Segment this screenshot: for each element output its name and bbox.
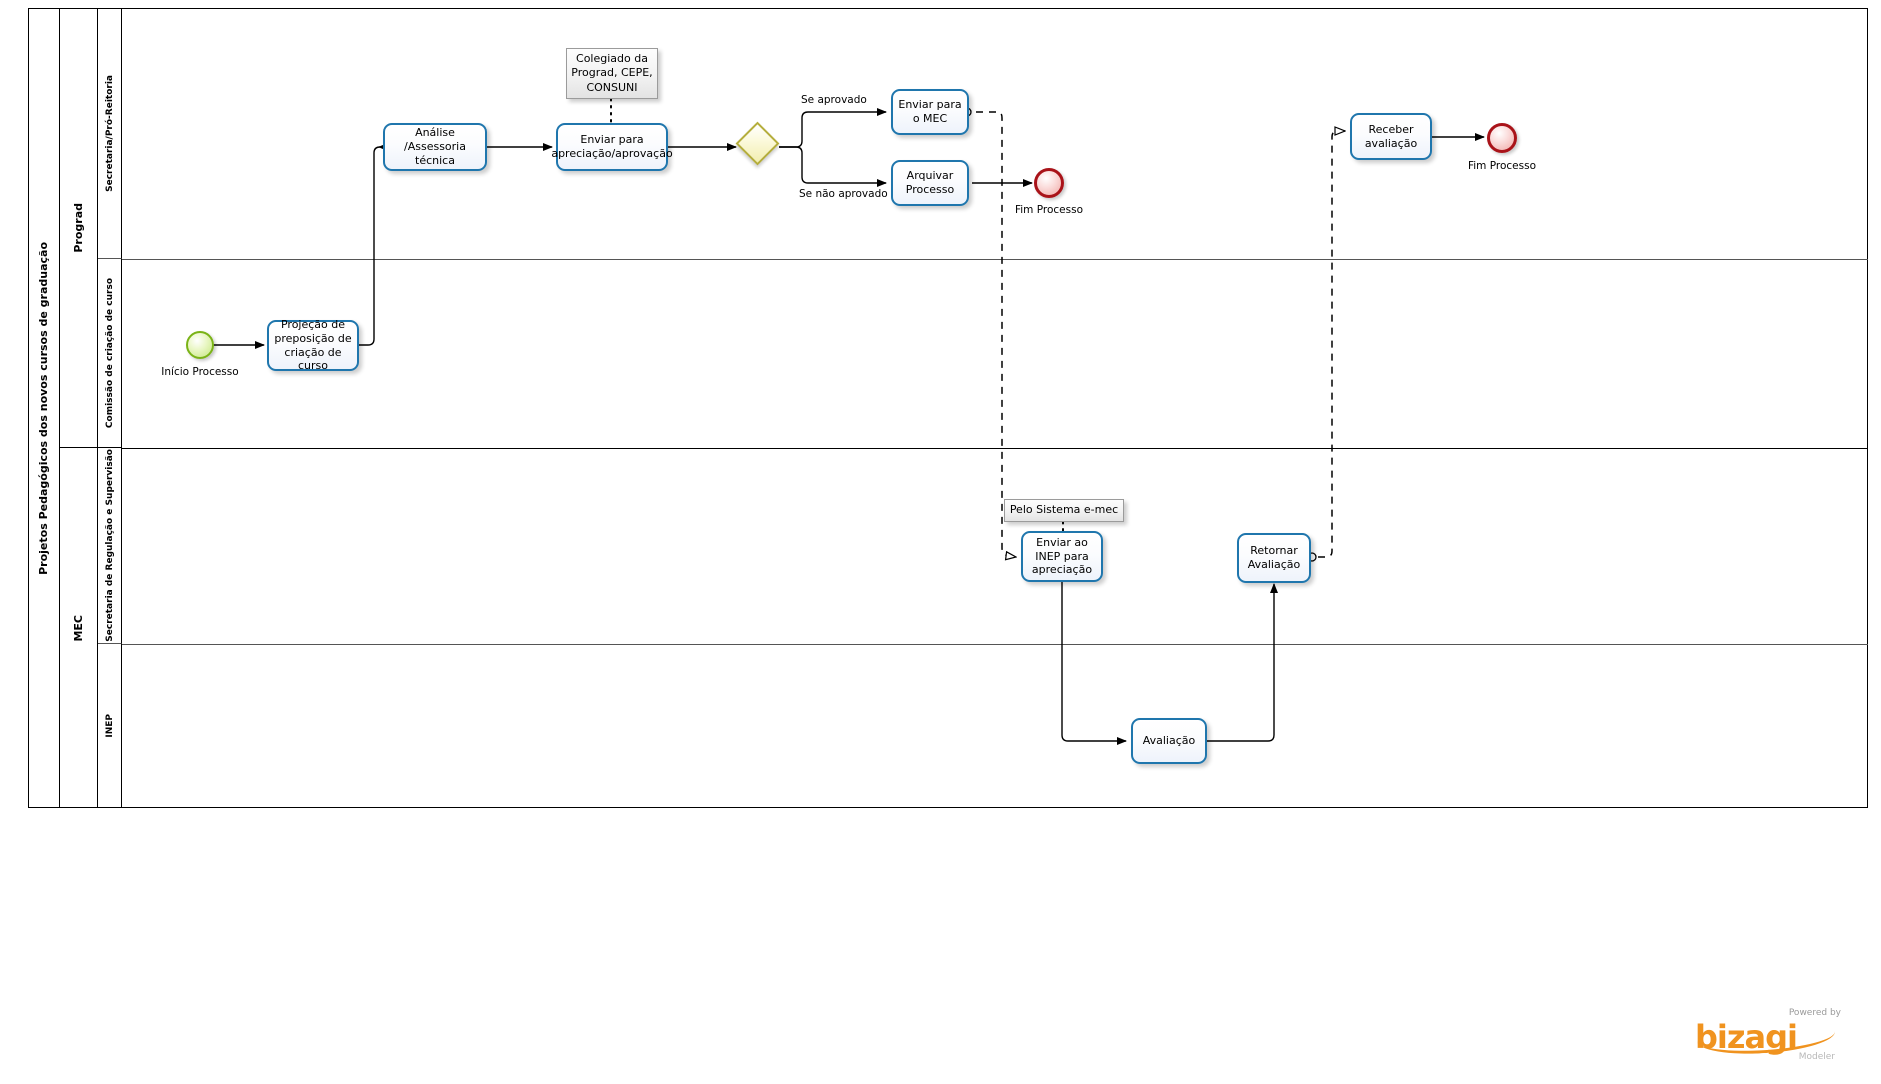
task-avaliacao[interactable]: Avaliação bbox=[1131, 718, 1207, 764]
lane-group-mec[interactable]: MEC bbox=[60, 448, 98, 808]
end-event-fim-processo-arquivar-label: Fim Processo bbox=[1014, 204, 1083, 216]
bizagi-powered-by-label: Powered by bbox=[1788, 1008, 1841, 1018]
task-retornar-avaliacao[interactable]: Retornar Avaliação bbox=[1237, 533, 1311, 583]
task-enviar-para-mec-label: Enviar para o MEC bbox=[898, 98, 962, 125]
task-avaliacao-label: Avaliação bbox=[1142, 734, 1196, 748]
lane-secretaria-pro-reitoria-label: Secretaria/Pró-Reitoria bbox=[104, 74, 115, 192]
task-enviar-inep-apreciacao-label: Enviar ao INEP para apreciação bbox=[1031, 535, 1093, 577]
task-analise-assessoria[interactable]: Análise /Assessoria técnica bbox=[383, 123, 487, 171]
lane-inep[interactable]: INEP bbox=[98, 644, 122, 808]
end-event-fim-processo-receber[interactable] bbox=[1487, 123, 1517, 153]
annotation-sistema-emec-label: Pelo Sistema e-mec bbox=[1009, 503, 1119, 517]
annotation-colegiado: Colegiado da Prograd, CEPE, CONSUNI bbox=[566, 48, 658, 99]
lane-separator-2 bbox=[122, 448, 1868, 450]
start-event-label: Início Processo bbox=[161, 366, 239, 378]
lane-separator-3 bbox=[122, 644, 1868, 645]
lane-group-mec-label: MEC bbox=[72, 614, 85, 642]
lane-group-prograd[interactable]: Prograd bbox=[60, 8, 98, 448]
bizagi-product-label: Modeler bbox=[1798, 1052, 1835, 1062]
flow-label-se-aprovado: Se aprovado bbox=[801, 94, 867, 106]
lane-secretaria-pro-reitoria[interactable]: Secretaria/Pró-Reitoria bbox=[98, 8, 122, 259]
bizagi-brand-label: bizagi bbox=[1695, 1018, 1798, 1056]
pool-frame bbox=[28, 8, 1868, 808]
lane-separator-1 bbox=[122, 259, 1868, 260]
task-receber-avaliacao[interactable]: Receber avaliação bbox=[1350, 113, 1432, 160]
annotation-colegiado-label: Colegiado da Prograd, CEPE, CONSUNI bbox=[571, 52, 653, 94]
bizagi-watermark: Powered by bizagi Modeler bbox=[1695, 1008, 1845, 1062]
start-event-inicio-processo[interactable] bbox=[186, 331, 214, 359]
lane-group-prograd-label: Prograd bbox=[72, 202, 85, 253]
task-arquivar-processo[interactable]: Arquivar Processo bbox=[891, 160, 969, 206]
task-enviar-apreciacao-aprovacao-label: Enviar para apreciação/aprovação bbox=[551, 133, 673, 160]
task-enviar-inep-apreciacao[interactable]: Enviar ao INEP para apreciação bbox=[1021, 531, 1103, 582]
task-analise-assessoria-label: Análise /Assessoria técnica bbox=[404, 126, 466, 167]
end-event-fim-processo-receber-label: Fim Processo bbox=[1467, 160, 1536, 172]
task-projecao-preposicao[interactable]: Projeção de preposição de criação de cur… bbox=[267, 318, 359, 373]
task-arquivar-processo-label: Arquivar Processo bbox=[905, 169, 955, 196]
end-event-fim-processo-arquivar[interactable] bbox=[1034, 168, 1064, 198]
task-enviar-apreciacao-aprovacao[interactable]: Enviar para apreciação/aprovação bbox=[551, 123, 673, 171]
task-projecao-preposicao-label: Projeção de preposição de criação de cur… bbox=[274, 318, 352, 373]
pool-title: Projetos Pedagógicos dos novos cursos de… bbox=[28, 8, 60, 808]
lane-inep-label: INEP bbox=[104, 714, 115, 738]
lane-comissao-criacao-curso-label: Comissão de criação de curso bbox=[104, 277, 115, 429]
task-retornar-avaliacao-label: Retornar Avaliação bbox=[1247, 544, 1301, 571]
lane-comissao-criacao-curso[interactable]: Comissão de criação de curso bbox=[98, 259, 122, 448]
lane-secretaria-regulacao-label: Secretaria de Regulação e Supervisão bbox=[104, 449, 115, 642]
task-enviar-para-mec[interactable]: Enviar para o MEC bbox=[891, 89, 969, 135]
annotation-sistema-emec: Pelo Sistema e-mec bbox=[1004, 499, 1124, 522]
lane-secretaria-regulacao[interactable]: Secretaria de Regulação e Supervisão bbox=[98, 448, 122, 644]
flow-label-se-nao-aprovado: Se não aprovado bbox=[799, 188, 888, 200]
task-receber-avaliacao-label: Receber avaliação bbox=[1364, 122, 1418, 150]
pool-title-text: Projetos Pedagógicos dos novos cursos de… bbox=[37, 241, 50, 575]
